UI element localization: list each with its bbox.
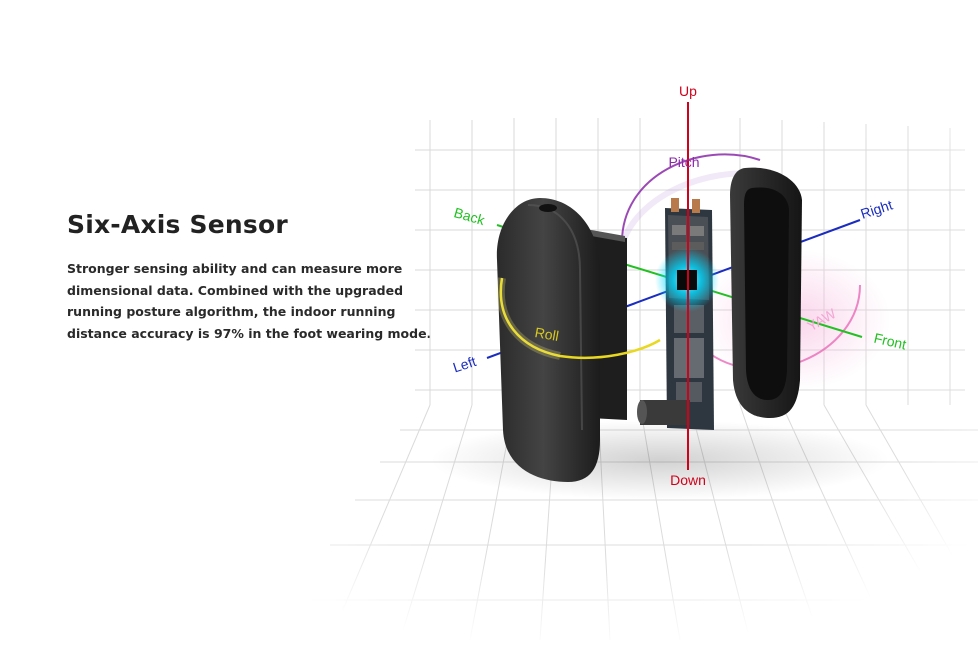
label-back: Back (452, 204, 487, 228)
roll-arc (499, 277, 661, 360)
label-up: Up (679, 83, 697, 99)
circuit-board (637, 198, 714, 430)
yaw-arc (704, 284, 861, 370)
floor-shadow (430, 420, 890, 500)
label-down: Down (670, 472, 706, 488)
description: Stronger sensing ability and can measure… (67, 261, 432, 341)
label-roll: Roll (534, 324, 561, 344)
pitch-arc (620, 153, 761, 246)
background-grid (305, 118, 978, 641)
front-shell (496, 198, 600, 482)
label-front: Front (872, 330, 908, 353)
heading: Six-Axis Sensor (67, 210, 288, 239)
label-pitch: Pitch (668, 154, 699, 170)
right-shell (730, 167, 802, 418)
text-block: Six-Axis Sensor Stronger sensing ability… (67, 210, 457, 344)
label-right: Right (858, 197, 894, 222)
label-left: Left (451, 353, 478, 375)
